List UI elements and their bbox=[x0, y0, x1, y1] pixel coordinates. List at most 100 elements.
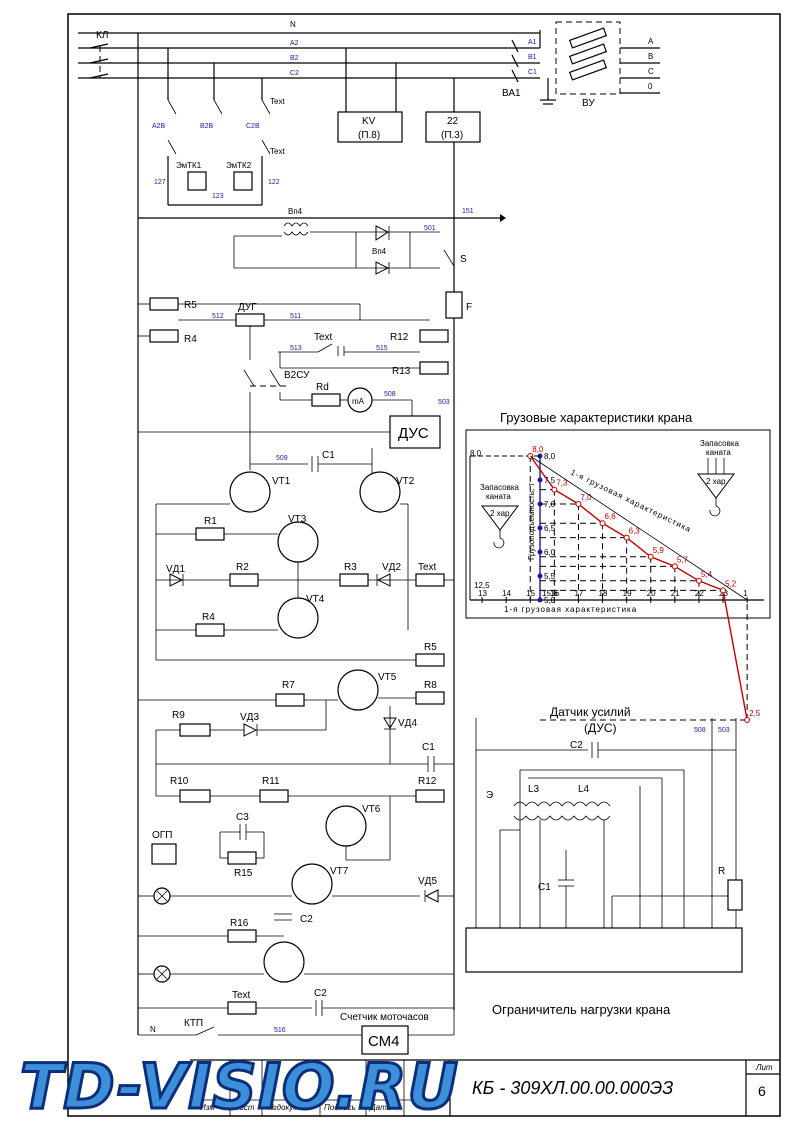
chart-y-tick-label: 7,0 bbox=[544, 500, 556, 509]
sensor-c1: С1 bbox=[538, 882, 551, 893]
vn4-bridge: Вп4 bbox=[372, 247, 387, 256]
chart-x-tick-label: 22 bbox=[695, 589, 704, 598]
stamp-col-doc: №докум. bbox=[268, 1103, 301, 1112]
chart-point-label: 8,0 bbox=[532, 445, 544, 454]
r11-label: R11 bbox=[262, 776, 280, 787]
r7-label: R7 bbox=[282, 680, 295, 691]
vd4-label: VД4 bbox=[398, 718, 417, 729]
relay-text-1: Text bbox=[270, 97, 285, 106]
rope-right-1: Запасовка bbox=[700, 439, 740, 448]
switch-s: S bbox=[460, 254, 467, 265]
text-513: Text bbox=[314, 332, 333, 343]
chart-y-tick-dot bbox=[537, 477, 543, 483]
chart-x-tick-label: 1 bbox=[743, 589, 748, 598]
vt4-label: VT4 bbox=[306, 594, 325, 605]
chart-bottom-annotation: 1-я грузовая характеристика bbox=[504, 605, 637, 614]
vt1-label: VT1 bbox=[272, 476, 291, 487]
chart-point bbox=[551, 486, 558, 493]
wire-515: 515 bbox=[376, 345, 388, 352]
chart-point-label: 6,6 bbox=[605, 512, 617, 521]
chart-x-tick-label: 20 bbox=[647, 589, 656, 598]
rope-left-1: Запасовка bbox=[480, 483, 520, 492]
r15-label: R15 bbox=[234, 868, 253, 879]
r4-label: R4 bbox=[184, 334, 197, 345]
stamp-col-izm: Изм bbox=[200, 1103, 215, 1112]
breaker-label: ВА1 bbox=[502, 88, 521, 99]
r13-label: R13 bbox=[392, 366, 411, 377]
out-c: C bbox=[648, 67, 654, 76]
neutral-label: N bbox=[290, 20, 296, 29]
ma-label: mA bbox=[352, 397, 365, 406]
out-b: B bbox=[648, 52, 653, 61]
wire-513: 513 bbox=[290, 345, 302, 352]
wire-151: 151 bbox=[462, 208, 474, 215]
rd-label: Rd bbox=[316, 382, 329, 393]
r5-label: R5 bbox=[184, 300, 197, 311]
chart-point bbox=[575, 501, 582, 507]
stamp-code: КБ - 309ХЛ.00.00.000ЭЗ bbox=[472, 1078, 673, 1098]
chart-point bbox=[671, 563, 678, 570]
n-bottom: N bbox=[150, 1025, 156, 1034]
sensor-r: R bbox=[718, 866, 725, 877]
phase-c2: C2 bbox=[290, 70, 299, 77]
rope-left-3: 2 хар. bbox=[490, 509, 512, 518]
wire-516: 516 bbox=[274, 1027, 286, 1034]
cm4-label: СМ4 bbox=[368, 1033, 400, 1050]
text-vd2: Text bbox=[418, 562, 437, 573]
relay-text-2: Text bbox=[270, 147, 285, 156]
chart-x-tick-label: 21 bbox=[671, 589, 680, 598]
wire-503: 503 bbox=[438, 399, 450, 406]
vd5-label: VД5 bbox=[418, 876, 437, 887]
sensor-c2: С2 bbox=[570, 740, 583, 751]
td-visio-logo: TD-VISIO.RU bbox=[20, 1050, 459, 1123]
load-chart: Грузовые характеристики крана 1314151617… bbox=[465, 410, 771, 723]
v2su-label: В2СУ bbox=[284, 370, 310, 381]
control-circuit: 151 Вп4 Вп4 501 S F R5 R4 ДУГ 512 511 bbox=[137, 33, 506, 1055]
contact-s2v: С2В bbox=[246, 123, 260, 130]
kv-ref: (П.8) bbox=[358, 130, 380, 141]
vt2-label: VT2 bbox=[396, 476, 415, 487]
rope-right-3: 2 хар. bbox=[706, 477, 728, 486]
sensor-w503: 503 bbox=[718, 727, 730, 734]
chart-left-y: 8,0 bbox=[470, 449, 482, 458]
chart-x-tick-label: 17 bbox=[574, 589, 583, 598]
vt7-label: VT7 bbox=[330, 866, 349, 877]
chart-x-tick-label: 13 bbox=[478, 589, 487, 598]
wire-511: 511 bbox=[290, 313, 301, 320]
wire-512: 512 bbox=[212, 313, 224, 320]
chart-y-tick-dot bbox=[537, 597, 543, 603]
chart-x-extra-label: 12,5 bbox=[474, 581, 490, 590]
sensor-l4: L4 bbox=[578, 784, 590, 795]
wire-501: 501 bbox=[424, 225, 436, 232]
contact-v2v: В2В bbox=[200, 123, 214, 130]
chart-series-line bbox=[529, 455, 748, 721]
coil-emtk2: ЭмТК2 bbox=[226, 161, 252, 170]
sensor-l3: L3 bbox=[528, 784, 540, 795]
sensor-w508: 508 bbox=[694, 727, 706, 734]
sensor-block bbox=[465, 927, 743, 973]
force-sensor: Датчик усилий (ДУС) С2 508 503 Э L3 L4 С… bbox=[465, 705, 743, 1017]
chart-x-tick-label: 18 bbox=[599, 589, 608, 598]
chart-x-extra-label: 15,6 bbox=[542, 589, 558, 598]
r1-label: R1 bbox=[204, 516, 217, 527]
ogp-label: ОГП bbox=[152, 830, 172, 841]
kv-label: KV bbox=[362, 116, 376, 127]
breaker-a1: A1 bbox=[528, 39, 537, 46]
vu-label: ВУ bbox=[582, 98, 595, 109]
c2b-label: C2 bbox=[314, 988, 327, 999]
rope-left-2: каната bbox=[486, 492, 511, 501]
dus-label: ДУС bbox=[398, 425, 429, 442]
chart-point-label: 7,3 bbox=[556, 479, 568, 488]
chart-y-tick-label: 8,0 bbox=[544, 452, 556, 461]
out-0: 0 bbox=[648, 82, 653, 91]
c1b-label: C1 bbox=[422, 742, 435, 753]
breaker-b1: B1 bbox=[528, 54, 537, 61]
chart-point-label: 6,3 bbox=[629, 527, 641, 536]
r10-label: R10 bbox=[170, 776, 189, 787]
coil-emtk1: ЭмТК1 bbox=[176, 161, 202, 170]
ktp-label: КТП bbox=[184, 1018, 203, 1029]
chart-frame bbox=[465, 429, 771, 619]
title-stamp: Изм Лист №докум. Подпись Дата КБ - 309ХЛ… bbox=[190, 1059, 780, 1116]
ref22-ref: (П.3) bbox=[441, 130, 463, 141]
